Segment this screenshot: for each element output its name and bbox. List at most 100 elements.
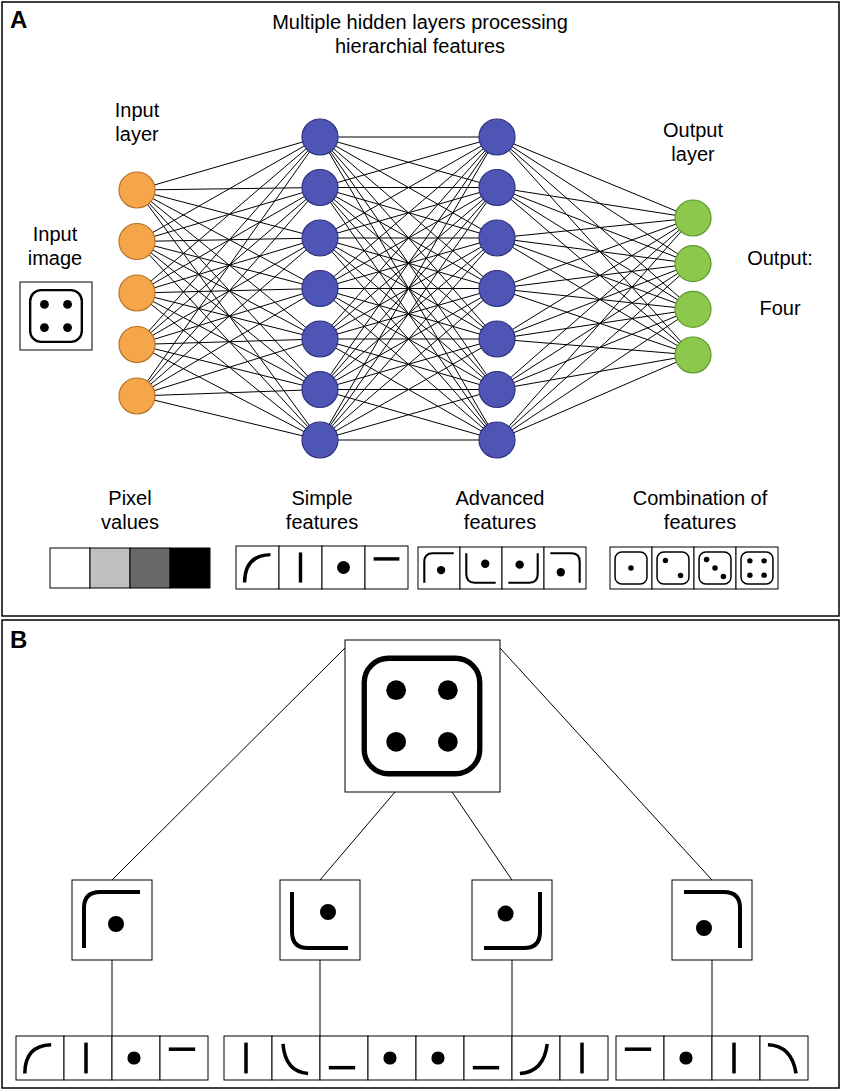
weight-line <box>497 188 693 219</box>
neuron <box>302 372 338 408</box>
weight-line <box>137 238 320 396</box>
cell <box>236 546 279 589</box>
die-outline <box>30 290 82 342</box>
die-pip <box>678 573 683 578</box>
cell-content <box>431 1051 444 1064</box>
panel-frame <box>2 620 839 1088</box>
weight-line <box>137 137 320 396</box>
feature-icons <box>16 282 808 1080</box>
cell <box>279 546 322 589</box>
panel-frame <box>2 2 839 616</box>
neuron <box>479 372 515 408</box>
weight-line <box>497 264 693 339</box>
corner-feature <box>466 553 495 582</box>
dot <box>337 561 350 574</box>
cell <box>760 1036 808 1080</box>
dot <box>679 1051 692 1064</box>
die-pip <box>386 680 406 700</box>
weight-line <box>320 188 497 441</box>
stroke-feature <box>580 1043 584 1074</box>
weight-line <box>137 396 320 440</box>
cell-content <box>520 1044 547 1073</box>
cell-content <box>684 892 740 948</box>
weight-line <box>497 188 693 310</box>
weight-line <box>497 355 693 440</box>
cell <box>464 1036 512 1080</box>
cell-content <box>550 553 579 582</box>
weight-line <box>497 188 693 356</box>
caption-label: Advanced features <box>445 486 555 534</box>
cell <box>512 1036 560 1080</box>
cell <box>16 1036 64 1080</box>
weight-line <box>320 137 497 339</box>
weight-line <box>137 137 320 293</box>
corner-feature <box>292 892 348 948</box>
stroke-feature <box>374 557 400 560</box>
weight-line <box>320 289 497 441</box>
tree-line <box>452 792 512 880</box>
cell-content <box>127 1051 140 1064</box>
weight-line <box>497 355 693 390</box>
weight-line <box>137 242 320 441</box>
weight-line <box>320 137 497 440</box>
cell-content <box>699 552 731 584</box>
cell-content <box>625 1049 651 1050</box>
cell-content <box>734 1043 735 1074</box>
cell <box>416 1036 464 1080</box>
cell-content <box>84 892 140 948</box>
pixel-swatch <box>130 548 170 588</box>
dot <box>557 568 565 576</box>
weight-line <box>497 218 693 390</box>
cell <box>368 1036 416 1080</box>
die-pip <box>761 558 766 563</box>
weight-line <box>497 309 693 339</box>
caption-label: Simple features <box>272 486 372 534</box>
corner-feature <box>550 553 579 582</box>
cell-content <box>329 1067 355 1068</box>
corner-feature <box>84 892 140 948</box>
stroke-feature <box>329 1066 355 1070</box>
panel-letter: A <box>10 6 40 35</box>
dot <box>320 904 336 920</box>
caption-label: Multiple hidden layers processing hierar… <box>250 10 590 58</box>
cell-content <box>364 658 480 774</box>
die-pip <box>721 574 726 579</box>
stroke-feature <box>169 1047 195 1051</box>
cell <box>322 546 365 589</box>
cell-content <box>283 1044 308 1073</box>
die-pip <box>386 732 406 752</box>
stroke-feature <box>299 552 302 582</box>
dot <box>437 566 445 574</box>
die-pip <box>40 323 49 332</box>
weight-line <box>320 289 497 441</box>
cell <box>672 880 752 960</box>
neuron <box>675 337 711 373</box>
cell-content <box>657 552 689 584</box>
tree-line <box>112 648 345 880</box>
die-pip <box>747 558 752 563</box>
caption-label: Input image <box>15 222 95 270</box>
weight-line <box>320 137 497 188</box>
weight-line <box>320 238 497 440</box>
die-pip <box>712 565 717 570</box>
cell <box>610 547 652 589</box>
weight-line <box>137 293 320 390</box>
stroke-feature <box>520 1044 547 1073</box>
neuron <box>119 378 155 414</box>
die-pip <box>663 558 668 563</box>
neuron <box>479 321 515 357</box>
stroke-feature <box>283 1044 308 1073</box>
cell <box>72 880 152 960</box>
die-pip <box>63 323 72 332</box>
neuron <box>479 119 515 155</box>
weight-line <box>497 264 693 440</box>
cell-content <box>484 892 540 948</box>
tree-line <box>320 792 395 880</box>
weight-line <box>320 137 497 289</box>
weight-line <box>137 137 320 345</box>
dot <box>696 920 712 936</box>
stroke-feature <box>25 1045 51 1074</box>
cell-content <box>679 1051 692 1064</box>
